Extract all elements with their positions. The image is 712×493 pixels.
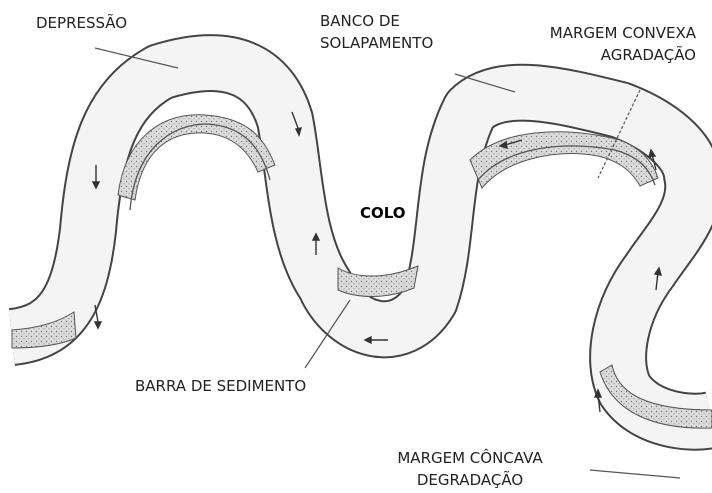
- label-banco-line1: BANCO DE: [320, 12, 400, 30]
- sediment-band-first-bend: [117, 114, 276, 201]
- inner-bank-line: [129, 123, 271, 211]
- sediment-band-left: [11, 311, 77, 349]
- flow-arrow-icon: [498, 139, 523, 149]
- flow-arrow-icon: [91, 165, 101, 190]
- sediment-band-convex: [469, 131, 659, 189]
- label-margem-concava-line2: DEGRADAÇÃO: [416, 471, 524, 489]
- label-barra-text: BARRA DE SEDIMENTO: [135, 377, 307, 395]
- label-depressao-text: DEPRESSÃO: [36, 14, 128, 32]
- flow-arrow-icon: [93, 304, 103, 330]
- flow-arrow-icon: [593, 388, 603, 413]
- sediment-band-colo: [337, 265, 419, 297]
- flow-arrow-icon: [291, 111, 302, 137]
- inner-bank-line-2: [477, 145, 656, 186]
- label-depressao: DEPRESSÃO: [36, 12, 127, 34]
- label-colo: COLO: [360, 202, 406, 224]
- label-margem-convexa-line1: MARGEM CONVEXA: [549, 24, 696, 42]
- label-banco-de-solapamento: BANCO DE SOLAPAMENTO: [320, 10, 433, 54]
- label-banco-line2: SOLAPAMENTO: [320, 34, 434, 52]
- label-barra-de-sedimento: BARRA DE SEDIMENTO: [135, 375, 306, 397]
- river-channel-fill: [7, 36, 712, 449]
- flow-arrow-icon: [311, 232, 321, 255]
- label-margem-convexa: MARGEM CONVEXA AGRADAÇÃO: [530, 22, 696, 66]
- label-margem-concava: MARGEM CÔNCAVA DEGRADAÇÃO: [375, 447, 565, 491]
- leader-depressao: [94, 47, 179, 69]
- leader-margem-concava: [589, 469, 681, 479]
- leader-banco: [454, 73, 516, 93]
- flow-arrow-icon: [648, 148, 657, 171]
- label-margem-concava-line1: MARGEM CÔNCAVA: [397, 449, 543, 467]
- label-colo-text: COLO: [360, 204, 406, 222]
- leader-barra: [304, 299, 351, 369]
- leader-margem-convexa: [597, 89, 641, 179]
- label-margem-convexa-line2: AGRADAÇÃO: [600, 46, 696, 64]
- flow-arrow-icon: [653, 266, 662, 291]
- flow-arrow-icon: [363, 335, 388, 345]
